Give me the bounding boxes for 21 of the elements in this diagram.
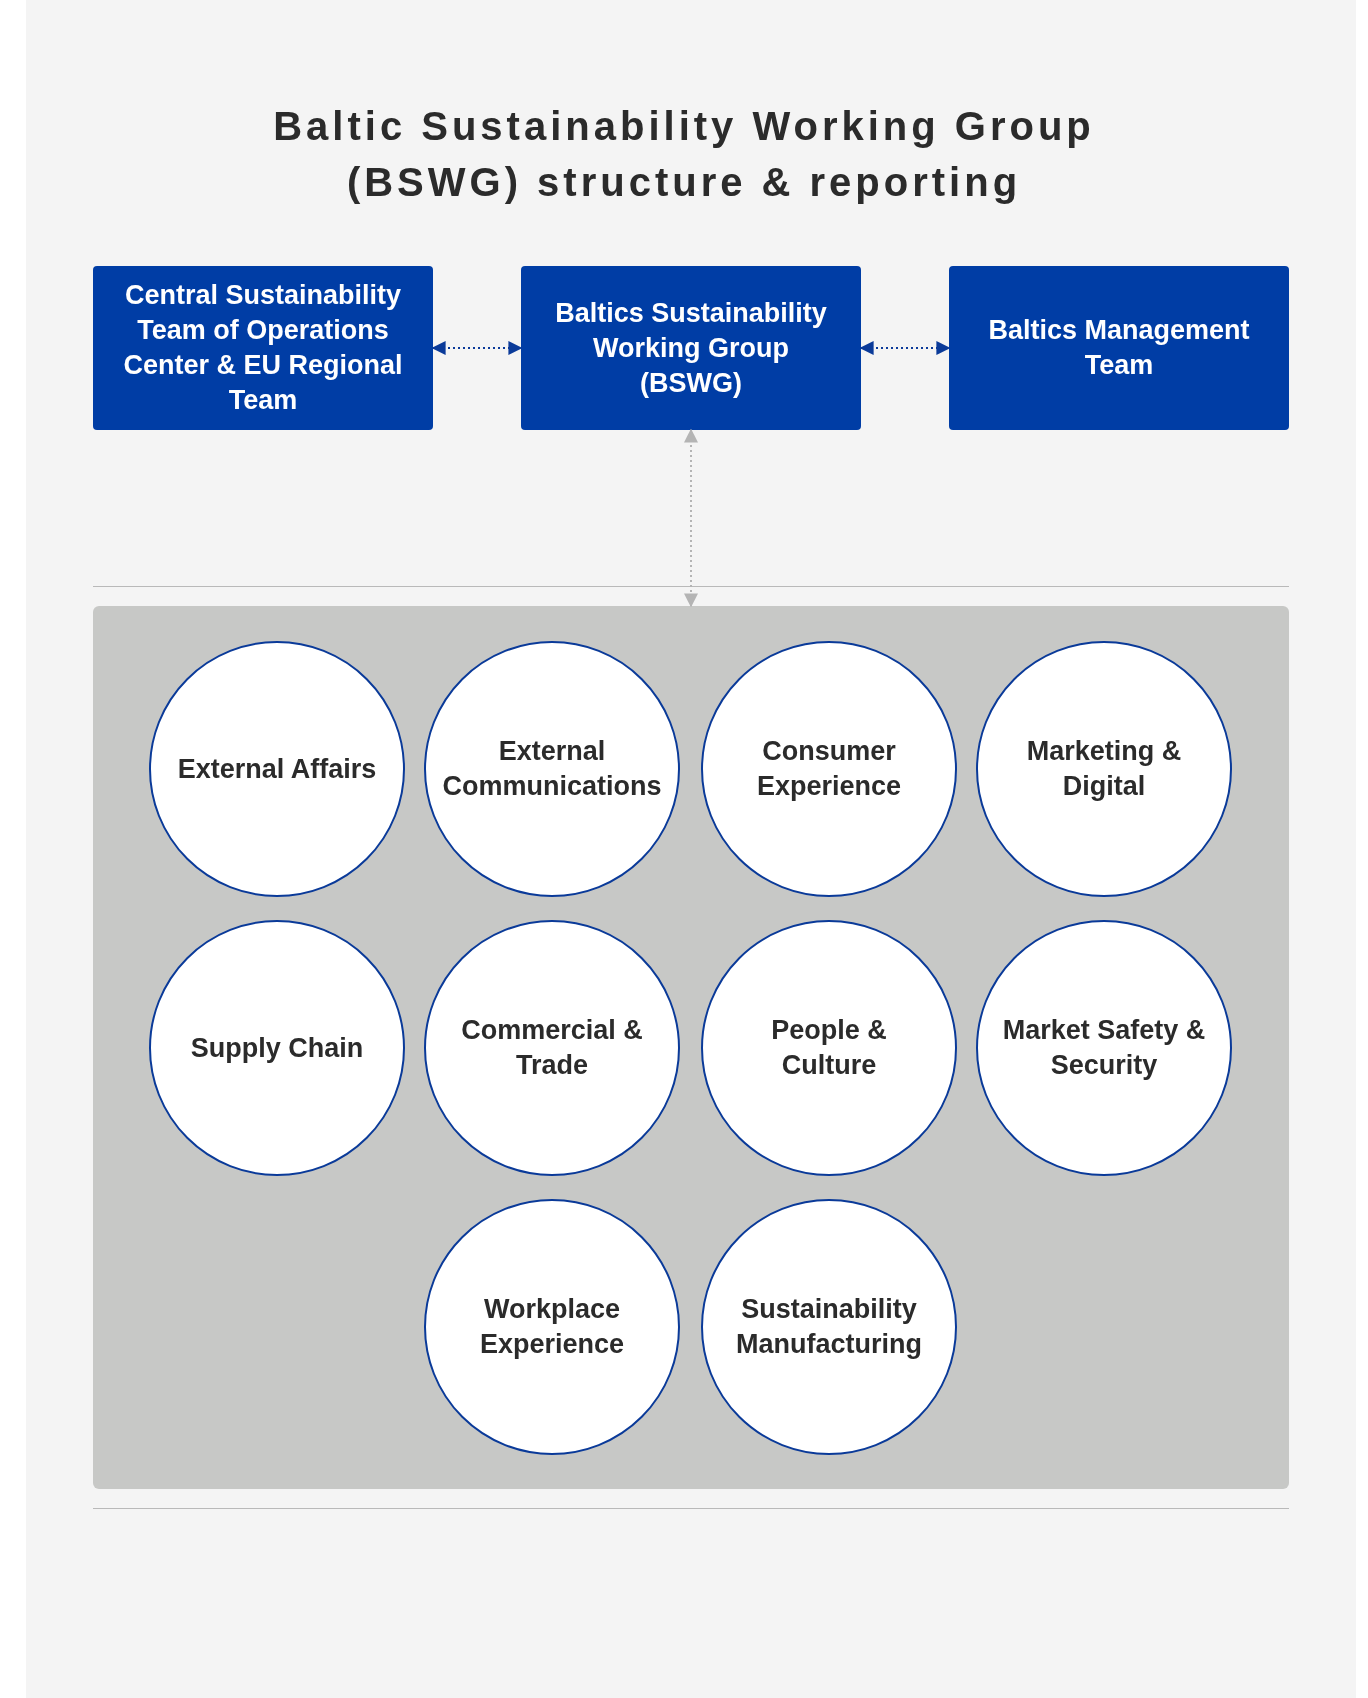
dotted-arrow: [684, 428, 698, 608]
node-label: Commercial & Trade: [460, 1014, 644, 1082]
node-label: Central Sustainability Team of Operations Center & EU Regional Team: [122, 279, 404, 417]
team-box: [521, 266, 861, 430]
node-label: External Communications: [442, 735, 662, 803]
node-label: Consumer Experience: [755, 735, 903, 803]
node-label: Supply Chain: [190, 1031, 364, 1065]
team-box: [949, 266, 1289, 430]
node-label: Workplace Experience: [478, 1293, 626, 1361]
dotted-arrow: [859, 341, 951, 355]
node-label: External Affairs: [177, 752, 377, 786]
dotted-arrow: [431, 341, 523, 355]
node-label: Marketing & Digital: [1025, 735, 1183, 803]
node-label: People & Culture: [770, 1014, 888, 1082]
panel-background: [93, 606, 1289, 1489]
node-label: Market Safety & Security: [1001, 1014, 1207, 1082]
diagram-title: Baltic Sustainability Working Group (BSWG) structure & reporting: [272, 103, 1096, 206]
team-box: [93, 266, 433, 430]
node-label: Baltics Management Team: [987, 314, 1251, 382]
node-label: Baltics Sustainability Working Group (BSWG): [554, 296, 828, 400]
node-label: Sustainability Manufacturing: [735, 1293, 923, 1361]
